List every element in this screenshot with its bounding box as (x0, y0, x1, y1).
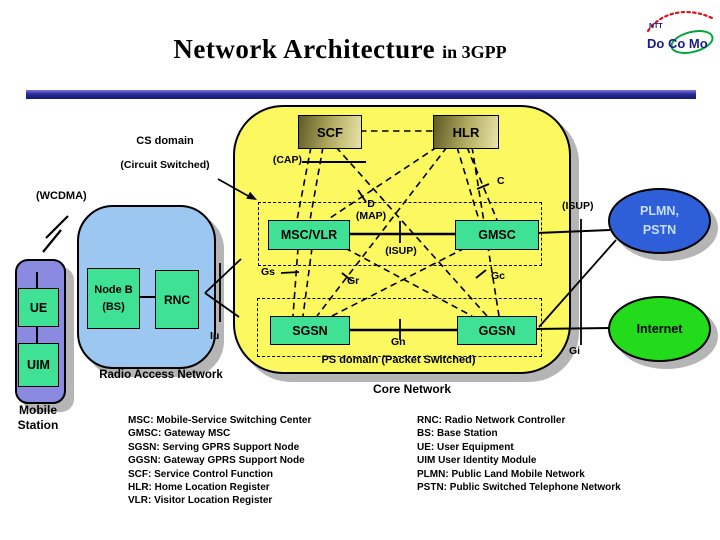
d-interface-label: D (367, 198, 375, 210)
legend-right-column: RNC: Radio Network Controller BS: Base S… (417, 414, 621, 494)
gi-interface-label: Gi (569, 345, 581, 357)
legend-item: MSC: Mobile-Service Switching Center (128, 415, 312, 426)
logo-red-dotted-arc-icon (646, 10, 714, 33)
c-interface-label: C (497, 175, 505, 187)
legend-item: HLR: Home Location Register (128, 482, 270, 494)
internet-ellipse: Internet (608, 296, 711, 362)
page-title: Network Architecture in 3GPP (90, 34, 590, 65)
internet-label: Internet (636, 322, 683, 336)
map-interface-label: (MAP) (355, 210, 387, 222)
mobile-caption-line2: Station (17, 418, 59, 432)
nodeb-line1: Node B (94, 283, 133, 296)
logo-green-ellipse-icon (670, 30, 714, 54)
gn-interface-label: Gn (391, 336, 406, 348)
legend-item: GMSC: Gateway MSC (128, 428, 231, 440)
legend-item: VLR: Visitor Location Register (128, 495, 273, 507)
node-ue: UE (18, 288, 59, 327)
gr-interface-label: Gr (347, 275, 360, 287)
logo-ntt-text: NTT (649, 23, 663, 30)
cs-domain-caption: CS domain (136, 135, 194, 147)
plmn-label-line1: PLMN, (640, 204, 679, 218)
node-hlr: HLR (433, 115, 499, 149)
legend-item: BS: Base Station (417, 428, 498, 440)
ntt-docomo-logo: NTT Do Co Mo (646, 10, 714, 54)
cap-interface-label: (CAP) (272, 154, 302, 166)
title-suffix: in 3GPP (442, 42, 507, 62)
ran-caption: Radio Access Network (99, 369, 223, 381)
node-nodeb: Node B (BS) (87, 268, 140, 329)
circuit-switched-caption: (Circuit Switched) (120, 159, 210, 171)
node-uim: UIM (18, 343, 59, 387)
node-gmsc: GMSC (455, 220, 539, 250)
gs-interface-label: Gs (261, 266, 276, 278)
plmn-label-line2: PSTN (642, 223, 677, 237)
iu-interface-label: Iu (210, 330, 220, 342)
legend-item: SCF: Service Control Function (128, 468, 274, 480)
node-rnc: RNC (155, 270, 199, 329)
gc-interface-label: Gc (491, 270, 506, 282)
ps-domain-caption: PS domain (Packet Switched) (321, 354, 476, 366)
mobile-caption-line1: Mobile (19, 403, 57, 417)
isup-center-label: (ISUP) (385, 245, 417, 257)
logo-brand-text: Do Co Mo (647, 36, 708, 51)
legend-item: UE: User Equipment (417, 441, 514, 453)
legend-item: SGSN: Serving GPRS Support Node (128, 441, 300, 453)
legend-left-column: MSC: Mobile-Service Switching Center GMS… (128, 414, 311, 508)
lightning-icon (42, 215, 69, 253)
core-network-caption: Core Network (372, 382, 452, 396)
node-msc-vlr: MSC/VLR (268, 220, 350, 250)
plmn-pstn-ellipse: PLMN, PSTN (608, 188, 711, 254)
node-ggsn: GGSN (457, 316, 537, 345)
legend-item: PSTN: Public Switched Telephone Network (417, 482, 621, 494)
wcdma-label: (WCDMA) (36, 190, 87, 202)
nodeb-line2: (BS) (102, 300, 125, 313)
legend-item: UIM User Identity Module (417, 455, 537, 467)
title-main: Network Architecture (173, 34, 436, 64)
node-sgsn: SGSN (270, 316, 350, 345)
title-divider-bar (26, 90, 696, 99)
legend-item: GGSN: Gateway GPRS Support Node (128, 455, 305, 467)
mobile-station-caption: Mobile Station (8, 403, 68, 433)
isup-right-label: (ISUP) (562, 200, 594, 212)
node-scf: SCF (298, 115, 362, 149)
legend-item: RNC: Radio Network Controller (417, 415, 566, 426)
legend-item: PLMN: Public Land Mobile Network (417, 468, 585, 480)
